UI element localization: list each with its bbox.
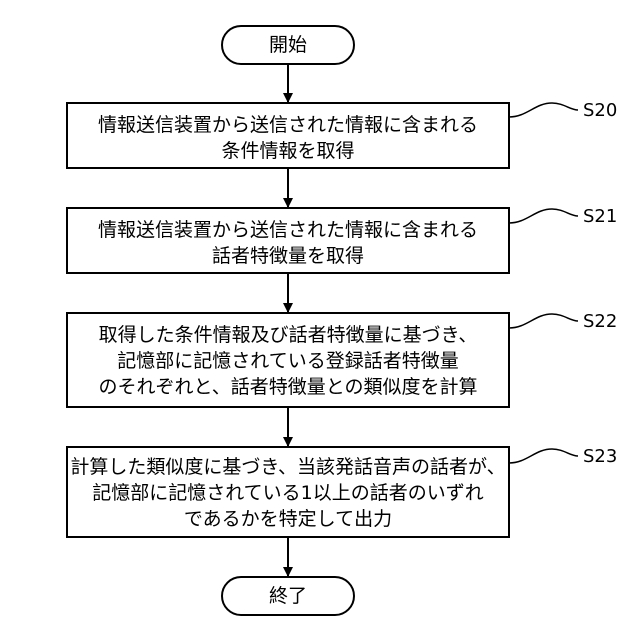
step-s21: 情報送信装置から送信された情報に含まれる 話者特徴量を取得 S21 <box>67 206 617 273</box>
step-s23-leader <box>509 449 578 463</box>
step-s23-id: S23 <box>583 446 617 467</box>
step-s20-line-2: 条件情報を取得 <box>221 140 354 162</box>
step-s20-id: S20 <box>583 100 617 121</box>
step-s21-line-2: 話者特徴量を取得 <box>212 245 364 267</box>
start-node: 開始 <box>222 26 354 64</box>
step-s22-line-3: のそれぞれと、話者特徴量との類似度を計算 <box>98 376 477 398</box>
start-label: 開始 <box>269 34 307 56</box>
step-s20-leader <box>509 103 578 117</box>
step-s20-line-1: 情報送信装置から送信された情報に含まれる <box>98 114 478 136</box>
step-s23: 計算した類似度に基づき、当該発話音声の話者が、 記憶部に記憶されている1以上の話… <box>67 446 617 537</box>
step-s23-line-1: 計算した類似度に基づき、当該発話音声の話者が、 <box>70 456 505 478</box>
step-s21-leader <box>509 209 578 223</box>
step-s22: 取得した条件情報及び話者特徴量に基づき、 記憶部に記憶されている登録話者特徴量 … <box>67 311 617 407</box>
step-s21-id: S21 <box>583 206 617 227</box>
step-s22-id: S22 <box>583 311 617 332</box>
step-s21-line-1: 情報送信装置から送信された情報に含まれる <box>98 219 478 241</box>
end-node: 終了 <box>222 577 354 615</box>
step-s23-line-3: であるかを特定して出力 <box>184 508 392 530</box>
step-s20: 情報送信装置から送信された情報に含まれる 条件情報を取得 S20 <box>67 100 617 168</box>
step-s23-line-2: 記憶部に記憶されている1以上の話者のいずれ <box>92 482 484 504</box>
step-s22-leader <box>509 314 578 328</box>
step-s22-line-1: 取得した条件情報及び話者特徴量に基づき、 <box>99 324 478 346</box>
end-label: 終了 <box>269 585 307 607</box>
step-s22-line-2: 記憶部に記憶されている登録話者特徴量 <box>117 350 458 372</box>
